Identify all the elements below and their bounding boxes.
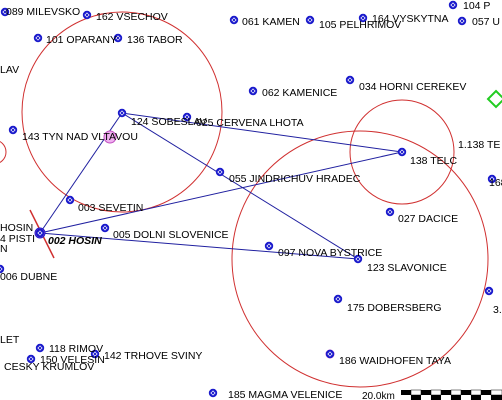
label-005: 005 DOLNI SLOVENICE	[113, 229, 229, 241]
waypoint-062	[248, 86, 258, 96]
label-telc-cut: 1.138 TE	[458, 139, 500, 151]
label-027: 027 DACICE	[398, 213, 458, 225]
label-n: N	[0, 243, 8, 255]
sector-circles	[0, 11, 489, 388]
waypoint-061	[229, 15, 239, 25]
sector-circle-sobeslav	[21, 11, 223, 213]
label-143: 143 TYN NAD VLTAVOU	[22, 131, 138, 143]
label-164: 164 VYSKYTNA	[372, 13, 448, 25]
waypoint-185	[208, 388, 218, 398]
scale-label: 20.0km	[362, 391, 395, 400]
airfield-marker-tyn[interactable]	[103, 130, 117, 144]
label-123: 123 SLAVONICE	[367, 262, 447, 274]
label-142: 142 TRHOVE SVINY	[104, 350, 202, 362]
label-pisti: 4 PISTI	[0, 233, 35, 245]
label-062: 062 KAMENICE	[262, 87, 337, 99]
label-186: 186 WAIDHOFEN TAYA	[339, 355, 451, 367]
waypoint-118	[35, 343, 45, 353]
waypoint-138	[397, 147, 407, 157]
label-136: 136 TABOR	[127, 34, 183, 46]
label-let: LET	[0, 334, 20, 346]
label-025: 025 CERVENA LHOTA	[196, 117, 304, 129]
waypoint-002	[35, 228, 45, 238]
label-hosin-edge: HOSIN	[0, 222, 33, 234]
waypoint-027	[385, 207, 395, 217]
waypoint-105	[305, 15, 315, 25]
label-3: 3.	[493, 304, 502, 316]
route-leg-2	[121, 112, 403, 153]
route-leg-4	[39, 232, 359, 260]
label-105: 105 PELHRIMOV	[319, 19, 401, 31]
label-003: 003 SEVETIN	[78, 202, 143, 214]
edge-labels: LAV HOSIN 4 PISTI N LET CESKY KRUMLOV 1.…	[0, 64, 502, 373]
label-089: 089 MILEVSKO	[6, 6, 80, 18]
waypoint-104	[448, 0, 458, 10]
sector-circle-slavonice	[231, 130, 489, 388]
waypoint-186	[325, 349, 335, 359]
label-034: 034 HORNI CEREKEV	[359, 81, 466, 93]
label-124: 124 SOBESLAV	[131, 116, 207, 128]
sector-circle-telc	[349, 99, 455, 205]
waypoint-175	[333, 294, 343, 304]
waypoint-003	[65, 195, 75, 205]
label-055: 055 JINDRICHUV HRADEC	[229, 173, 361, 185]
label-057: 057 U	[472, 16, 500, 28]
label-061: 061 KAMEN	[242, 16, 300, 28]
waypoint-055	[215, 167, 225, 177]
waypoint-124	[117, 108, 127, 118]
waypoint-034	[345, 75, 355, 85]
label-002: 002 HOSIN	[48, 235, 102, 247]
label-101: 101 OPARANY	[46, 34, 117, 46]
waypoint-143	[8, 125, 18, 135]
waypoint-3	[484, 286, 494, 296]
waypoint-162	[82, 10, 92, 20]
label-168: 168	[489, 177, 502, 189]
route-leg-5	[121, 112, 359, 260]
label-097: 097 NOVA BYSTRICE	[278, 247, 382, 259]
waypoint-005	[100, 223, 110, 233]
sector-circle-hosin-edge	[0, 141, 7, 163]
waypoint-057	[457, 16, 467, 26]
scale-bar: 20.0km	[362, 389, 502, 400]
waypoint-097	[264, 241, 274, 251]
label-118: 118 RIMOV	[49, 343, 103, 355]
label-cesky: CESKY KRUMLOV	[4, 361, 94, 373]
waypoint-101	[33, 33, 43, 43]
edge-marker-green	[486, 89, 502, 109]
label-138: 138 TELC	[410, 155, 458, 167]
label-lav: LAV	[0, 64, 19, 76]
label-162: 162 VSECHOV	[96, 11, 168, 23]
route-leg-3	[39, 151, 403, 234]
label-006: 006 DUBNE	[0, 271, 57, 283]
label-185: 185 MAGMA VELENICE	[228, 389, 342, 400]
label-175: 175 DOBERSBERG	[347, 302, 442, 314]
label-104: 104 P	[463, 0, 490, 12]
label-150: 150 VELESIN	[40, 354, 105, 366]
